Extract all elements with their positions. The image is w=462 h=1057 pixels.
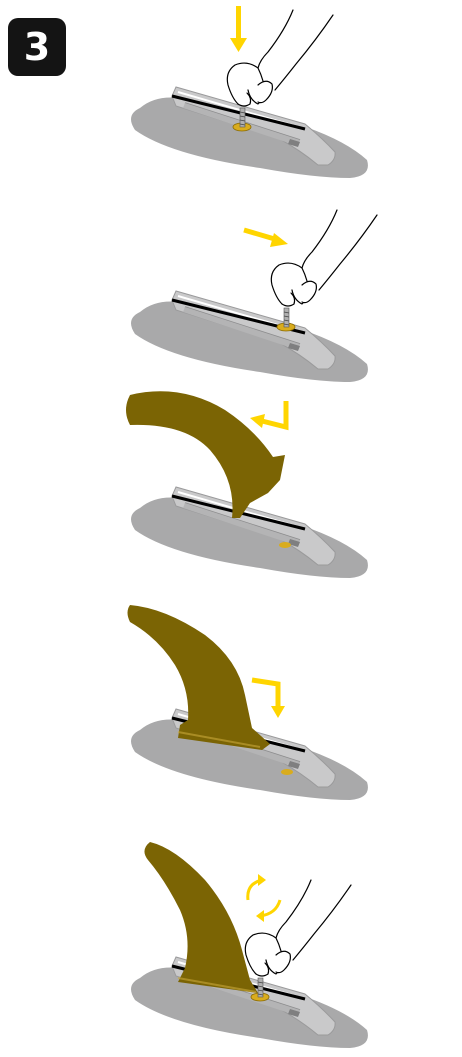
screw-plate — [281, 769, 293, 775]
hand — [271, 210, 377, 306]
hand — [245, 880, 351, 976]
arrow-right-icon — [244, 230, 288, 247]
screw — [277, 308, 295, 331]
screw-plate — [279, 542, 291, 548]
panel-slide-fin-down — [0, 600, 462, 830]
bent-arrow-down-icon — [252, 680, 285, 718]
panel-insert-fin — [0, 385, 462, 600]
fin-box-plate — [131, 957, 368, 1048]
hand — [227, 10, 333, 106]
fin-box-plate — [131, 291, 368, 382]
panel-press-screw-down — [0, 0, 462, 200]
rotate-arrows-icon — [248, 874, 280, 922]
bent-arrow-left-icon — [250, 401, 286, 428]
arrow-down-icon — [230, 6, 247, 52]
panel-slide-screw — [0, 200, 462, 400]
panel-tighten-screw — [0, 830, 462, 1057]
